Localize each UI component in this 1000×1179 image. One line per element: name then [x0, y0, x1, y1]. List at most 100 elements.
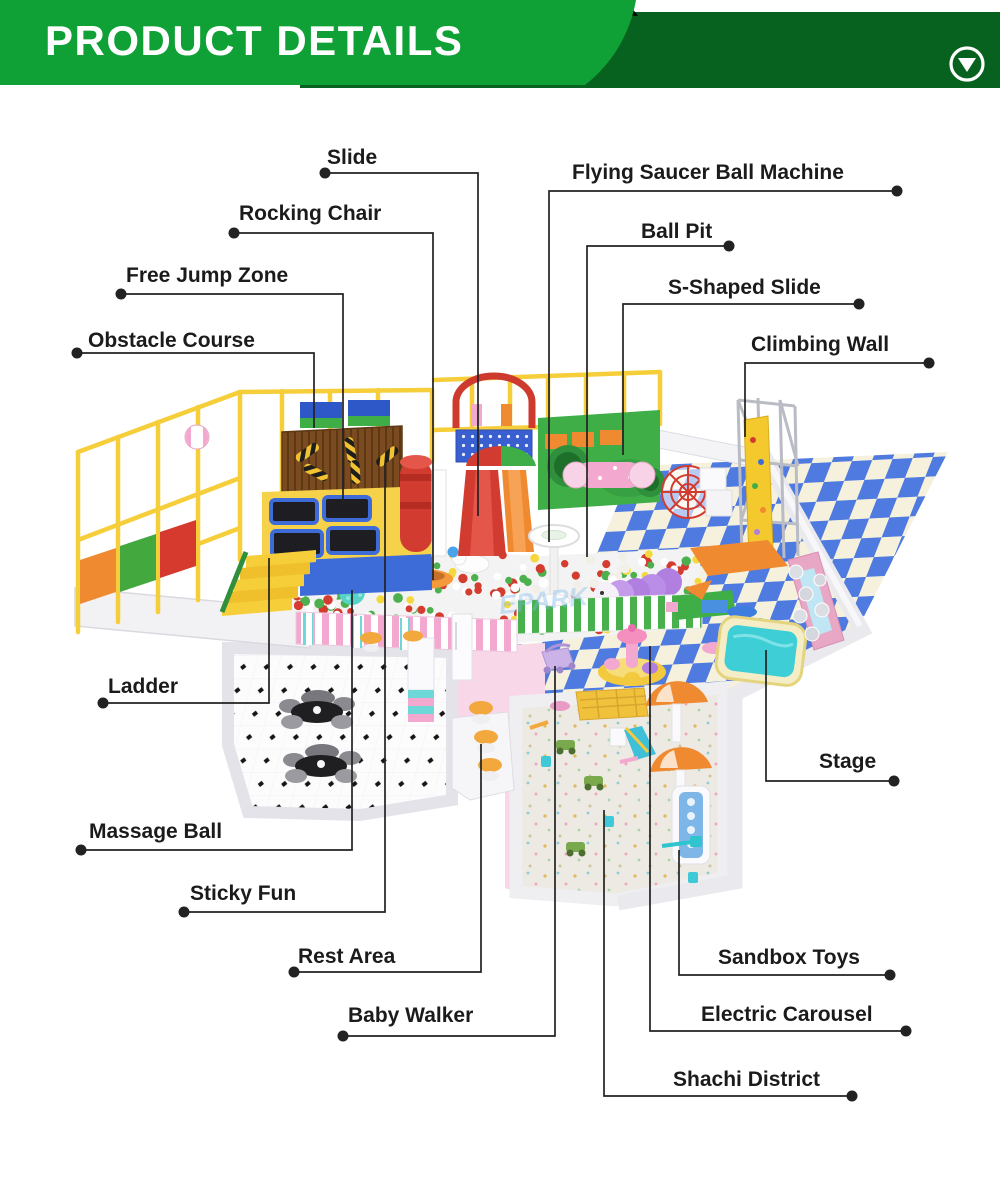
striped-column: [303, 613, 313, 645]
sand-toys: [529, 720, 702, 883]
callout-line-obstacle-course: [77, 352, 315, 428]
sticky-wall: [281, 425, 403, 501]
callout-label-shachi-district: Shachi District: [673, 1068, 821, 1091]
cafe-area: [279, 613, 515, 801]
climbing-tower: [690, 397, 800, 576]
callout-label-baby-walker: Baby Walker: [348, 1004, 474, 1027]
callout-label-massage-ball: Massage Ball: [89, 820, 223, 843]
flying-saucer-machine: [528, 524, 580, 607]
callout-label-obstacle-course: Obstacle Course: [88, 329, 255, 352]
soft-blocks: [666, 580, 736, 620]
callout-line-shachi-district: [603, 810, 852, 1097]
callout-label-climbing-wall: Climbing Wall: [751, 333, 890, 356]
callout-label-ladder: Ladder: [108, 675, 179, 698]
stage-pool: [714, 615, 808, 687]
white-column: [431, 469, 447, 557]
callout-line-rocking-chair: [234, 232, 434, 580]
cafe-table-set: [283, 744, 361, 783]
callout-label-rest-area: Rest Area: [298, 945, 396, 968]
callout-label-slide: Slide: [327, 146, 378, 169]
pink-roller: [562, 461, 656, 489]
whale-toy: [727, 606, 757, 618]
callout-label-free-jump-zone: Free Jump Zone: [126, 264, 289, 287]
callout-dot-rocking-chair: [228, 227, 240, 239]
callout-line-ball-pit: [586, 245, 729, 557]
left-play-structure: [75, 387, 435, 635]
toddler-zone: [541, 624, 666, 711]
callout-label-electric-carousel: Electric Carousel: [701, 1003, 873, 1026]
mushroom-canopy: [650, 747, 712, 795]
header-ribbon: [0, 0, 636, 85]
right-zone: [661, 397, 845, 687]
red-slide-lane: [470, 470, 494, 556]
orange-slide-lane: [508, 470, 526, 552]
page-title: PRODUCT DETAILS: [45, 17, 464, 64]
sandbox-zone: [529, 681, 712, 883]
callout-dot-massage-ball: [75, 844, 87, 856]
ball-wall-feature: [787, 551, 845, 651]
scroll-down-icon[interactable]: [949, 46, 985, 82]
red-tube-slide: [400, 455, 432, 552]
electric-carousel-toy: [598, 624, 666, 686]
trampoline-zone: [262, 486, 432, 596]
callout-dot-rest-area: [288, 966, 300, 978]
callout-line-sticky-fun: [184, 464, 386, 913]
callout-dot-sandbox-toys: [884, 969, 896, 981]
callout-dot-electric-carousel: [900, 1025, 912, 1037]
callout-dot-stage: [888, 775, 900, 787]
callout-dot-slide: [319, 167, 331, 179]
cafe-table-set: [279, 690, 355, 729]
callout-label-ball-pit: Ball Pit: [641, 220, 713, 243]
callout-line-sandbox-toys: [678, 850, 890, 976]
callout-line-slide: [325, 172, 479, 516]
callout-label-sandbox-toys: Sandbox Toys: [718, 946, 860, 969]
brick-pad: [575, 687, 649, 721]
yellow-staircase: [219, 550, 316, 616]
mini-slide: [609, 726, 656, 760]
mushroom-canopy: [646, 681, 708, 743]
obstacle-deck: [300, 400, 390, 428]
section-header: PRODUCT DETAILS: [0, 0, 1000, 100]
panel-red: [160, 520, 196, 578]
canopy-right: [501, 445, 536, 466]
callout-line-rest-area: [294, 744, 482, 973]
baby-walker-toy: [541, 643, 576, 674]
callout-label-rocking-chair: Rocking Chair: [239, 202, 382, 225]
callout-line-baby-walker: [343, 666, 556, 1037]
header-banner: [0, 0, 1000, 88]
callout-line-massage-ball: [81, 590, 353, 851]
panel-green: [120, 534, 156, 592]
striped-column-tall: [407, 637, 435, 722]
wall-highlight: [759, 448, 863, 628]
callout-dot-baby-walker: [337, 1030, 349, 1042]
callout-dot-sticky-fun: [178, 906, 190, 918]
callout-label-sticky-fun: Sticky Fun: [190, 882, 297, 905]
callout-line-ladder: [103, 558, 270, 704]
callout-dot-ladder: [97, 697, 109, 709]
callout-dot-s-shaped-slide: [853, 298, 865, 310]
bar-counter: [451, 711, 515, 801]
shovel-toy: [661, 836, 702, 848]
callout-dot-free-jump-zone: [115, 288, 127, 300]
callout-label-s-shaped-slide: S-Shaped Slide: [668, 276, 821, 299]
callout-dot-obstacle-course: [71, 347, 83, 359]
callout-line-electric-carousel: [649, 646, 906, 1032]
callout-dot-shachi-district: [846, 1090, 858, 1102]
center-play-structure: [431, 369, 665, 607]
callout-line-flying-saucer-ball-machine: [548, 190, 897, 542]
panel-orange: [80, 548, 116, 604]
callout-dot-flying-saucer-ball-machine: [891, 185, 903, 197]
callout-line-stage: [765, 650, 894, 782]
callout-label-flying-saucer-ball-machine: Flying Saucer Ball Machine: [572, 161, 844, 184]
step-block: [705, 489, 733, 517]
canopy-left: [466, 445, 501, 466]
crash-mat: [690, 540, 788, 576]
striped-column: [352, 616, 362, 648]
callout-line-free-jump-zone: [121, 293, 344, 505]
callout-dot-climbing-wall: [923, 357, 935, 369]
ball-blaster-arch: [452, 372, 536, 428]
callout-label-stage: Stage: [819, 750, 877, 773]
